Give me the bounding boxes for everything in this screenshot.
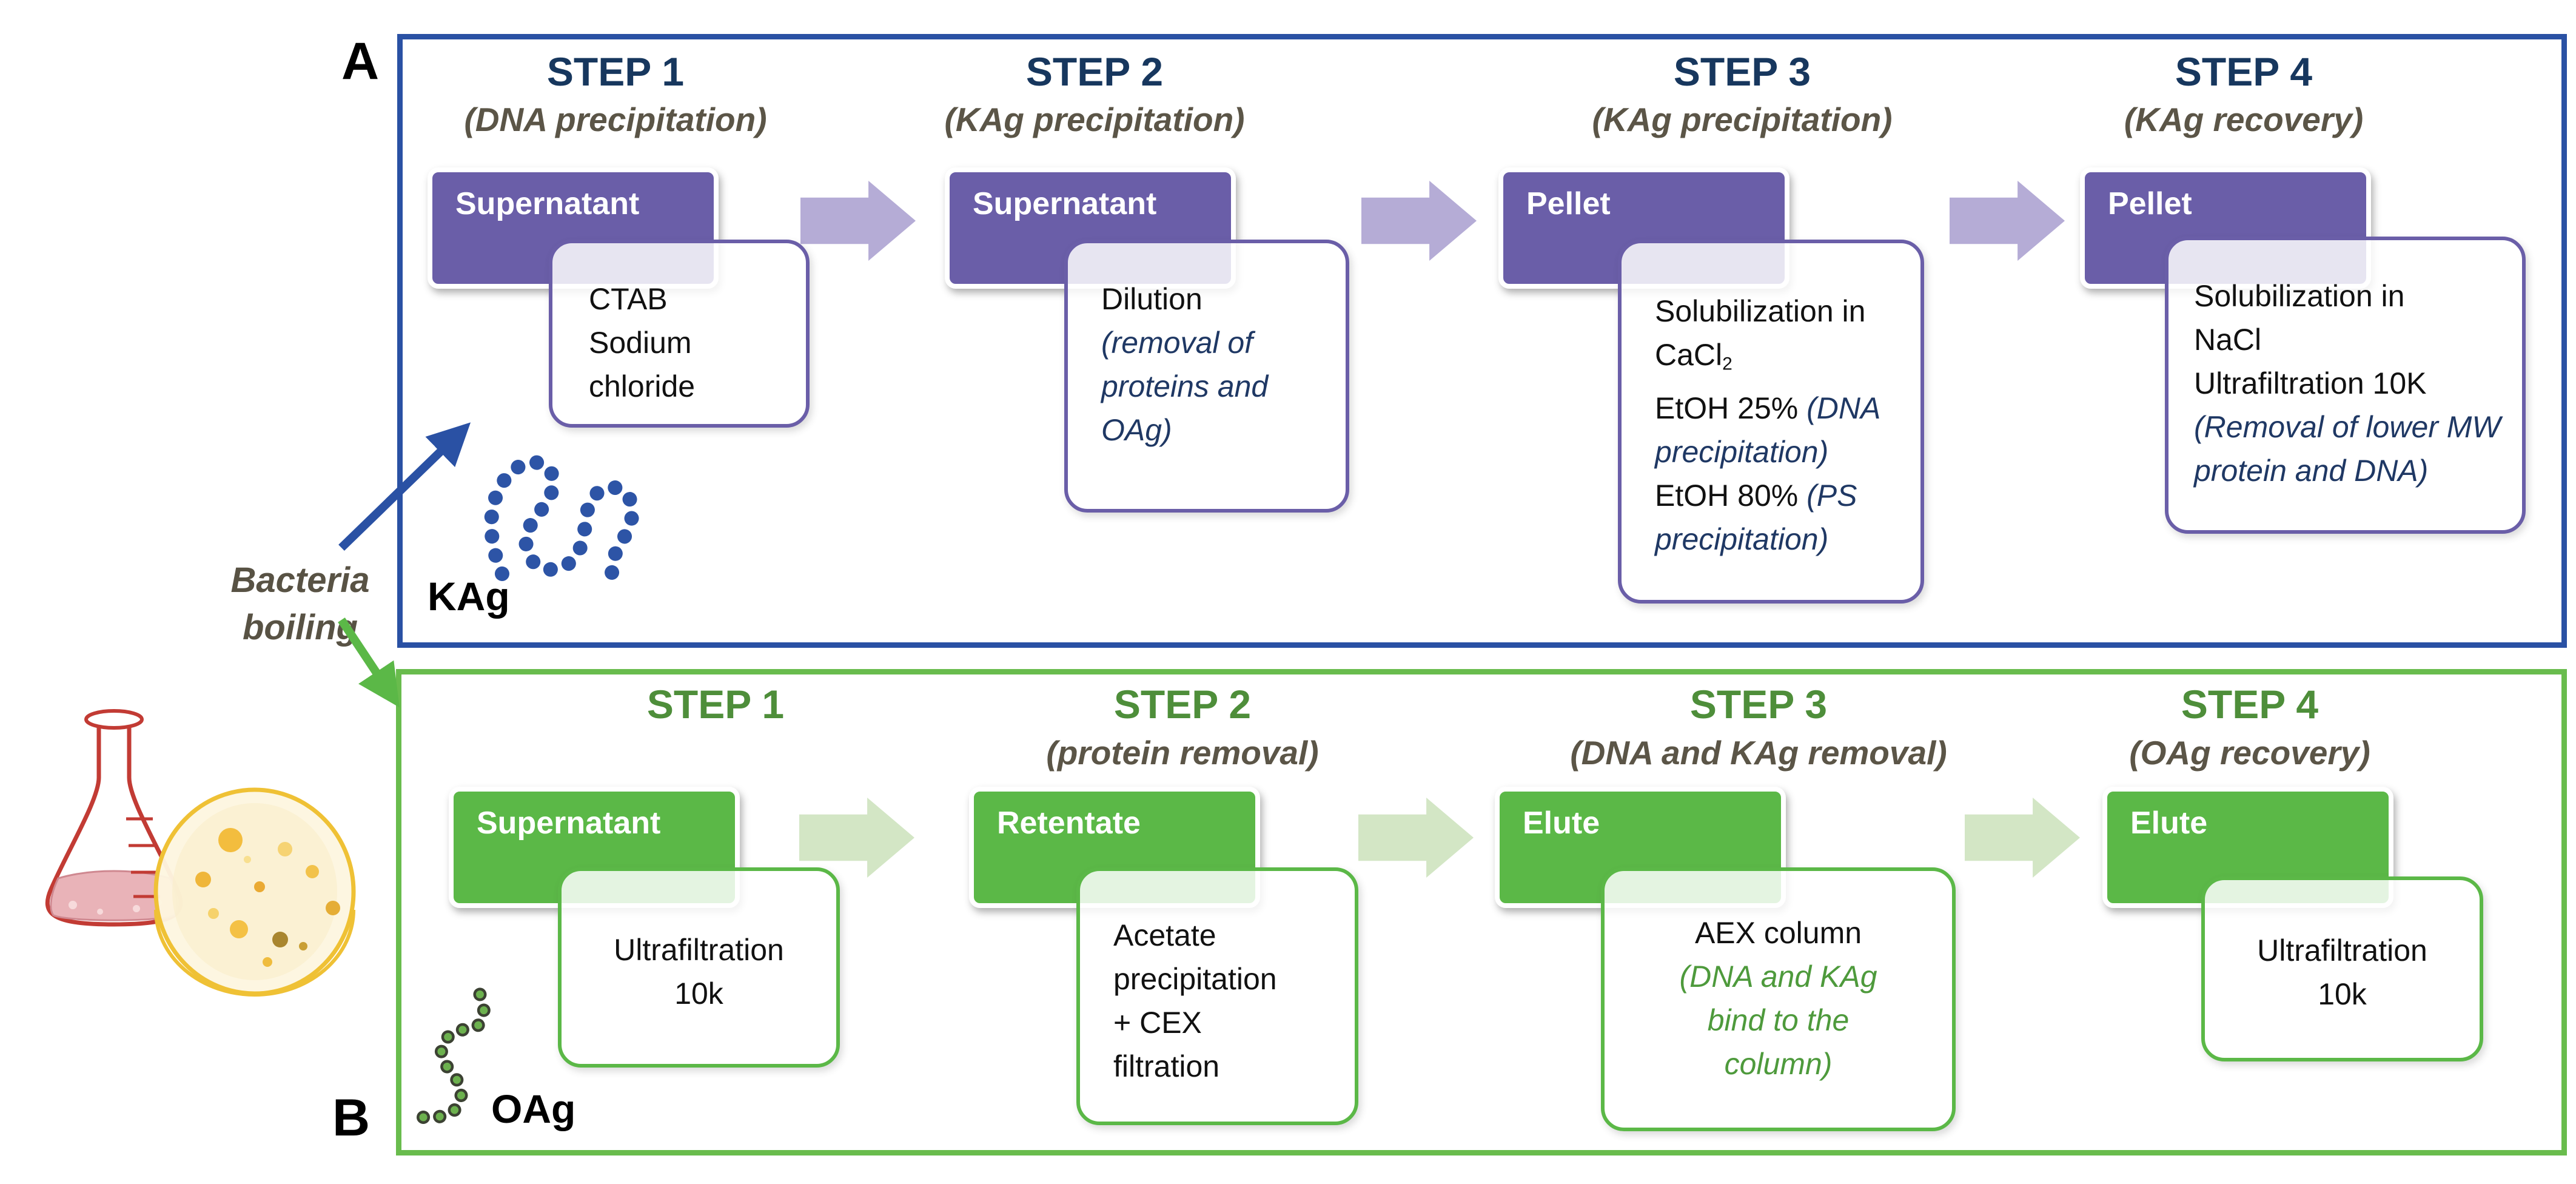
kag-label: KAg [428,574,510,619]
bacteria-boiling-line1: Bacteria [230,560,370,600]
panel-b-step-2-fraction-label: Retentate [997,806,1141,841]
panel-b-step-4-title: STEP 4 [2181,682,2319,727]
flask-icon [45,709,183,927]
panel-a-step-2-subtitle: (KAg precipitation) [944,101,1245,138]
panel-a-step-1-subtitle: (DNA precipitation) [464,101,767,138]
oag-label: OAg [491,1086,576,1131]
panel-b-step-3-subtitle: (DNA and KAg removal) [1570,734,1947,772]
bacteria-boiling-label: Bacteria boiling [194,557,406,651]
panel-a-letter: A [341,32,380,90]
petri-dish-icon [153,787,356,997]
panel-a-step-4-fraction-label: Pellet [2108,186,2192,221]
panel-a-step-2-fraction-label: Supernatant [973,186,1157,221]
panel-b-step-3-fraction-label: Elute [1523,806,1600,841]
panel-a-step-3-subtitle: (KAg precipitation) [1592,101,1893,138]
panel-b-step-3-title: STEP 3 [1689,682,1828,727]
panel-a-step-3-fraction-label: Pellet [1526,186,1611,221]
panel-b-step-2-subtitle: (protein removal) [1046,734,1319,772]
panel-b-step-1-title: STEP 1 [646,682,785,727]
panel-b-letter: B [332,1089,371,1147]
panel-a-step-3-title: STEP 3 [1673,49,1811,94]
panel-b-frame [396,669,2567,1155]
panel-a-frame [397,34,2567,648]
panel-a-step-4-subtitle: (KAg recovery) [2124,101,2364,138]
panel-a-step-1-fraction-label: Supernatant [455,186,640,221]
panel-a-step-2-title: STEP 2 [1025,49,1164,94]
panel-b-step-4-fraction-label: Elute [2130,806,2208,841]
panel-a-step-4-title: STEP 4 [2175,49,2313,94]
panel-b-step-4-subtitle: (OAg recovery) [2129,734,2370,772]
panel-b-step-2-title: STEP 2 [1113,682,1252,727]
panel-a-step-1-title: STEP 1 [546,49,685,94]
bacteria-boiling-line2: boiling [242,608,358,647]
panel-b-step-1-fraction-label: Supernatant [477,806,661,841]
